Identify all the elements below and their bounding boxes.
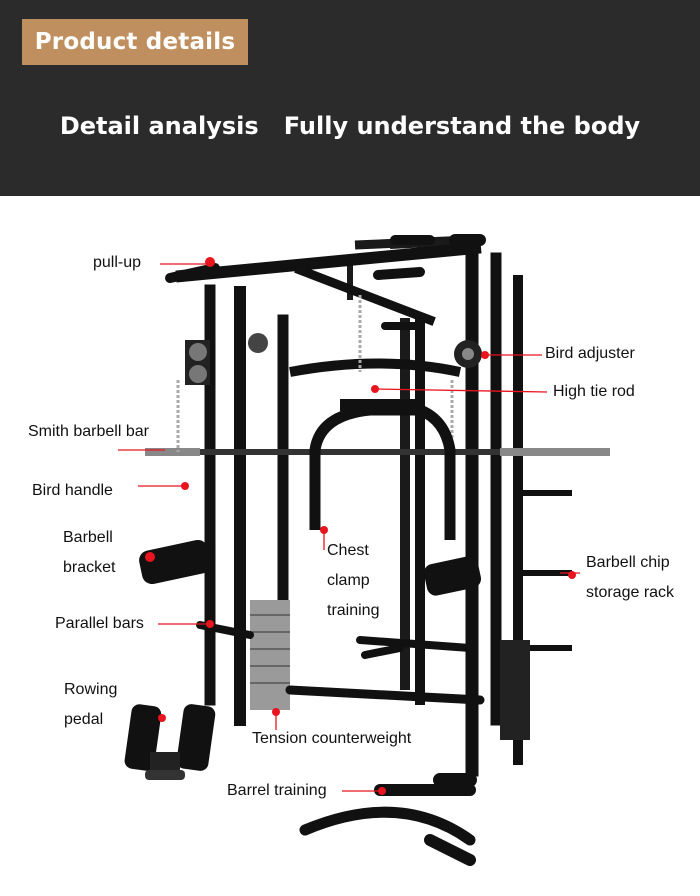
label-barrel-training: Barrel training — [227, 782, 327, 799]
product-diagram: pull-up Bird adjuster High tie rod Smith… — [0, 196, 700, 896]
label-bird-handle: Bird handle — [32, 482, 113, 499]
label-parallel-bars: Parallel bars — [55, 615, 144, 632]
storage-rack-pegs — [520, 490, 572, 651]
label-bird-adjuster: Bird adjuster — [545, 345, 635, 362]
label-smith-barbell-bar: Smith barbell bar — [28, 423, 149, 440]
weight-stacks — [250, 600, 530, 740]
high-tie-rod — [289, 358, 462, 377]
callout-markers — [145, 257, 576, 795]
header-banner: Product details Detail analysis Fully un… — [0, 0, 700, 196]
label-barbell-chip-storage-rack: Barbell chip storage rack — [586, 554, 675, 601]
label-pull-up: pull-up — [93, 254, 142, 271]
top-crossbars — [165, 234, 486, 330]
headline: Detail analysis Fully understand the bod… — [59, 112, 641, 140]
base-frame — [285, 685, 485, 866]
callout-lines — [118, 263, 580, 792]
chest-clamp-arms — [309, 399, 456, 540]
product-details-badge: Product details — [22, 19, 248, 65]
rowing-pedal — [124, 704, 216, 780]
label-chest-clamp-training: Chest clamp training — [327, 542, 380, 619]
pulleys — [185, 333, 482, 385]
label-barbell-bracket: Barbell bracket — [63, 529, 116, 576]
barbell-brackets — [139, 539, 482, 596]
gym-machine-illustration — [118, 234, 610, 866]
label-high-tie-rod: High tie rod — [553, 383, 635, 400]
label-rowing-pedal: Rowing pedal — [64, 681, 118, 728]
label-tension-counterweight: Tension counterweight — [252, 730, 412, 747]
chains — [176, 295, 454, 452]
